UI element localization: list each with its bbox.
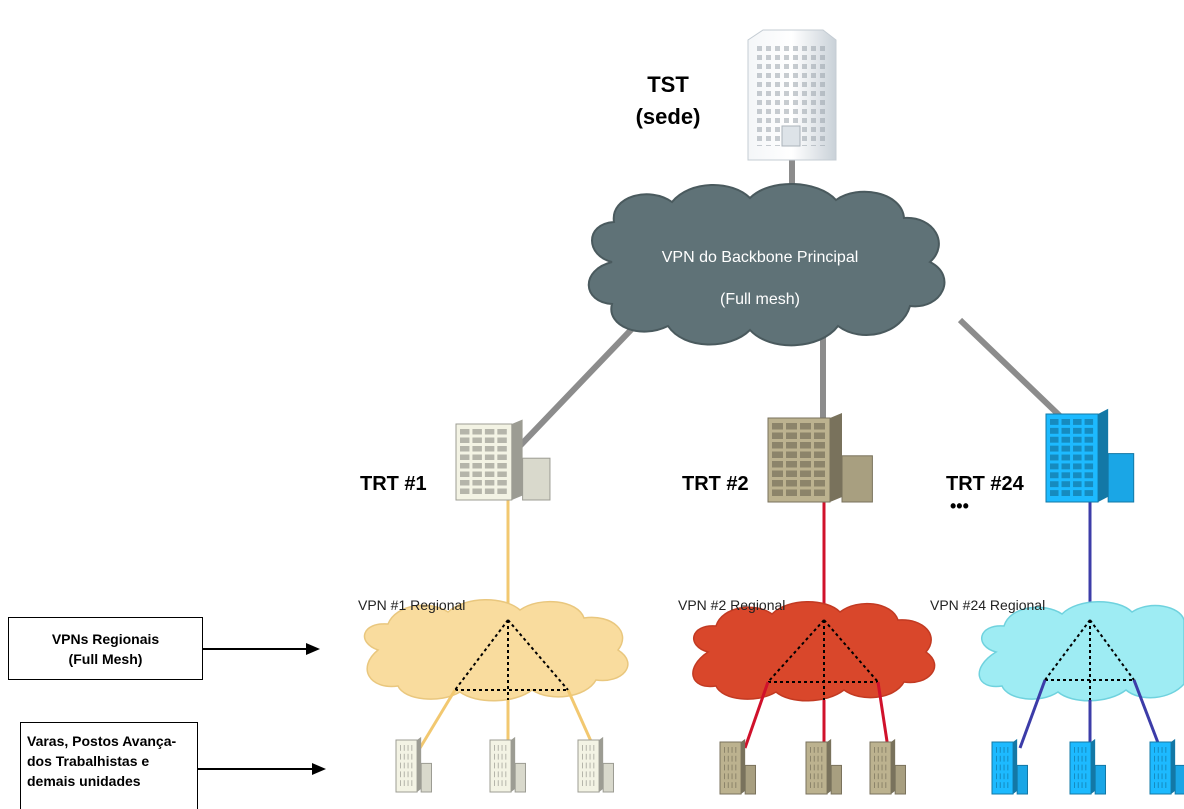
- callout-units-line1: Varas, Postos Avança-: [27, 733, 177, 749]
- buildings-layer: [395, 408, 1184, 795]
- trt2-building-icon: [767, 412, 873, 503]
- backbone-title: VPN do Backbone Principal: [662, 249, 859, 266]
- backbone-link-trt1: [513, 307, 653, 453]
- callout-arrows: [198, 643, 326, 775]
- vpn1-unit-building-icon: [489, 736, 526, 793]
- vpn2-unit-links: [743, 681, 890, 749]
- vpn1-unit-building-icon: [395, 736, 432, 793]
- backbone-subtitle: (Full mesh): [720, 291, 800, 308]
- vpn1-cloud-icon: [363, 599, 629, 702]
- backbone-cloud-icon: [587, 182, 946, 347]
- vpn24-unit-building-icon: [1069, 738, 1106, 795]
- arrow-right-icon: [312, 763, 326, 775]
- callout-units-line3: demais unidades: [27, 773, 141, 789]
- ellipsis-text: •••: [950, 496, 969, 516]
- vpn2-unit-building-icon: [869, 738, 906, 795]
- vpn2-label: VPN #2 Regional: [678, 597, 785, 613]
- vpn24-cloud-icon: [978, 601, 1184, 702]
- vpn2-unit-building-icon: [719, 738, 756, 795]
- vpn1-unit-building-icon: [577, 736, 614, 793]
- trt1-building-icon: [455, 419, 551, 501]
- hq-title: TST: [647, 72, 689, 97]
- vpn24-unit-building-icon: [991, 738, 1028, 795]
- vpn2-cloud-icon: [692, 601, 936, 702]
- vpn2-mesh-lines: [767, 619, 879, 700]
- vpn24-unit-building-icon: [1149, 738, 1184, 795]
- trt1-label: TRT #1: [360, 473, 427, 495]
- trt2-label: TRT #2: [682, 473, 749, 495]
- trt24-label: TRT #24: [946, 473, 1025, 495]
- hq-building-icon: [747, 29, 837, 161]
- hq-subtitle: (sede): [636, 104, 701, 129]
- vpn24-mesh-lines: [1044, 619, 1135, 700]
- callout-regional-line1: VPNs Regionais: [51, 630, 160, 647]
- vpn24-label: VPN #24 Regional: [930, 597, 1045, 613]
- callout-regional-line2: (Full Mesh): [68, 650, 143, 667]
- vpn24-unit-links: [1018, 679, 1162, 749]
- vpn1-mesh-lines: [454, 619, 569, 700]
- callout-units-line2: dos Trabalhistas e: [27, 753, 150, 769]
- vpn1-label: VPN #1 Regional: [358, 597, 465, 613]
- callout-regional-vpns: VPNs Regionais (Full Mesh): [8, 617, 203, 680]
- callout-units: Varas, Postos Avança- dos Trabalhistas e…: [20, 722, 198, 809]
- trt24-building-icon: [1045, 408, 1135, 503]
- arrow-right-icon: [306, 643, 320, 655]
- vpn2-unit-building-icon: [805, 738, 842, 795]
